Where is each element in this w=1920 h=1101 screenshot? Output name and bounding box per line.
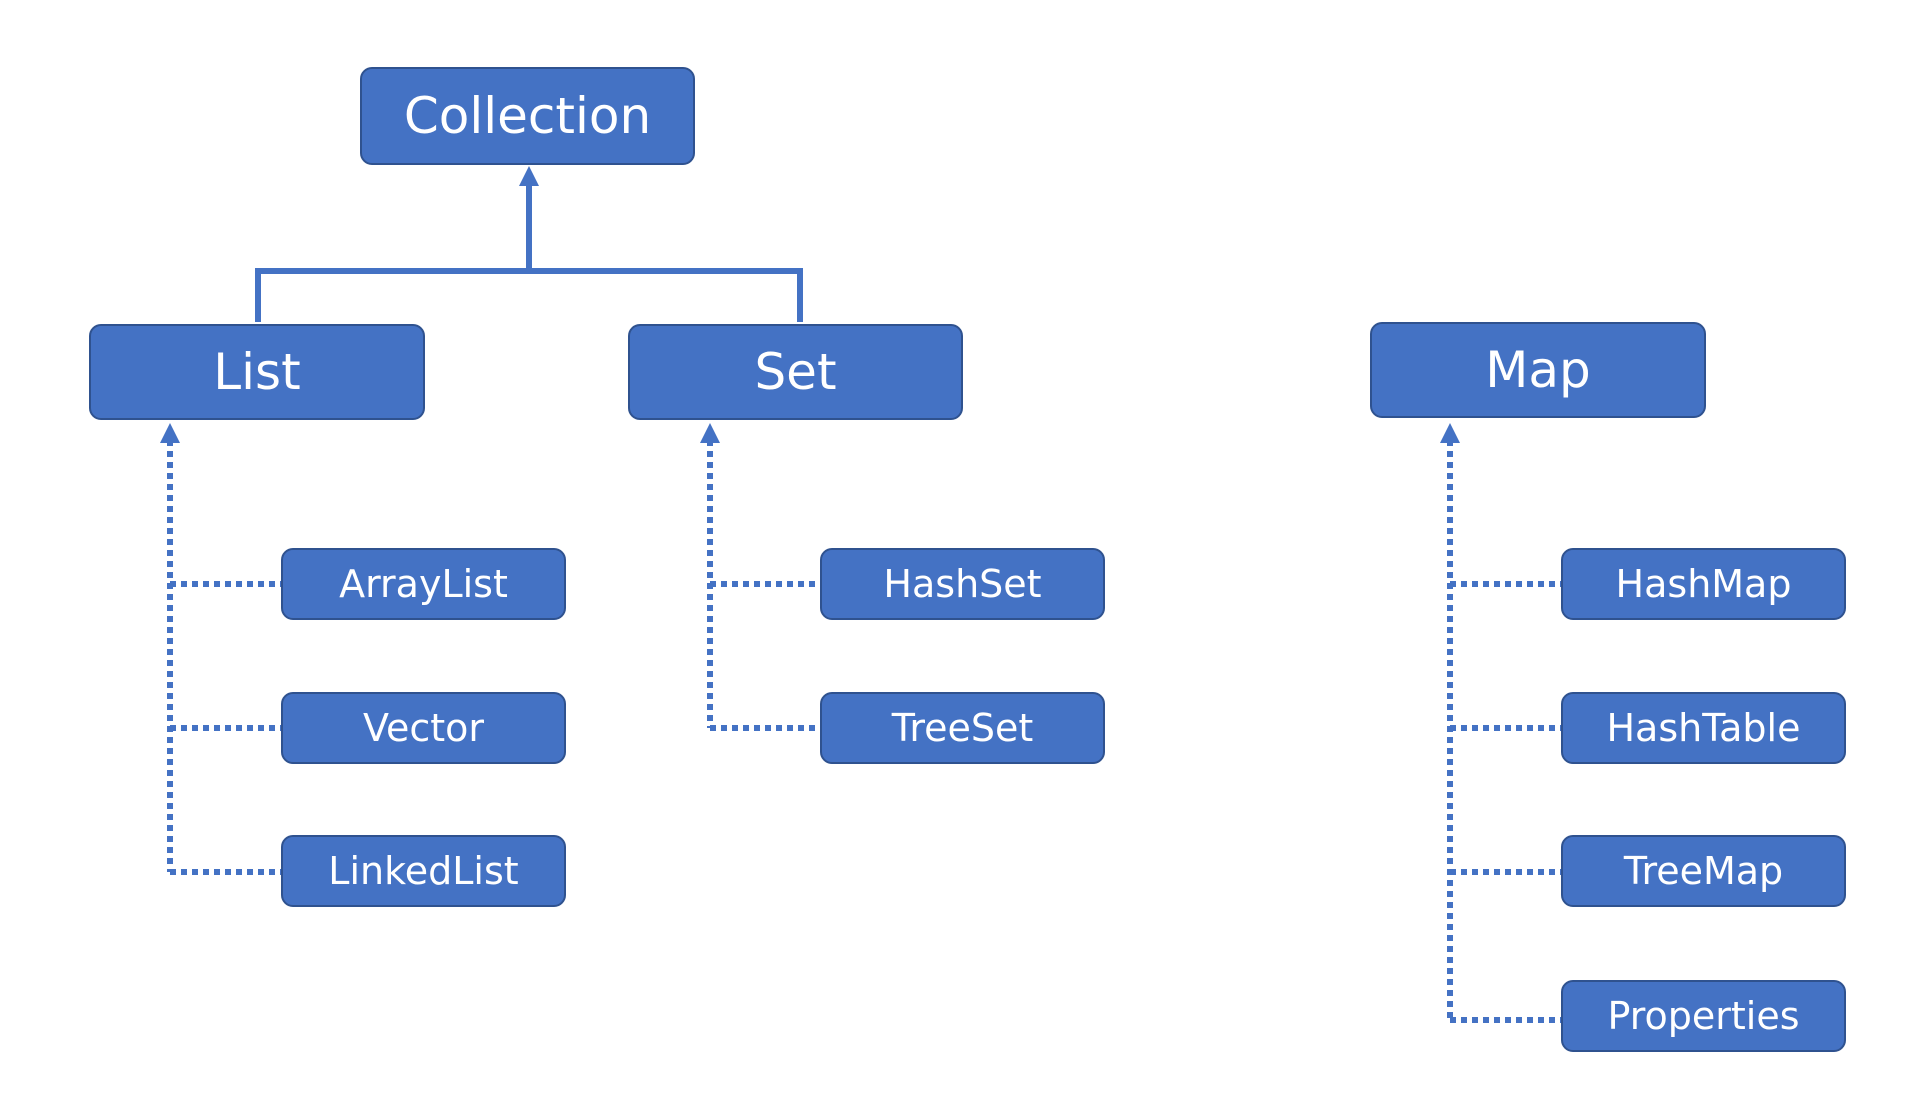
set-impl-connectors bbox=[707, 440, 822, 731]
set-arrowhead bbox=[700, 423, 720, 443]
hashset-node: HashSet bbox=[820, 548, 1105, 620]
hashtable-node: HashTable bbox=[1561, 692, 1846, 764]
collection-arrowhead bbox=[519, 166, 539, 186]
treemap-node: TreeMap bbox=[1561, 835, 1846, 907]
treeset-node: TreeSet bbox=[820, 692, 1105, 764]
solid-inheritance-connector bbox=[255, 182, 803, 322]
linkedlist-node: LinkedList bbox=[281, 835, 566, 907]
list-node: List bbox=[89, 324, 425, 420]
map-arrowhead bbox=[1440, 423, 1460, 443]
list-impl-connectors bbox=[167, 440, 282, 875]
collection-node: Collection bbox=[360, 67, 695, 165]
map-impl-connectors bbox=[1447, 440, 1562, 1023]
arraylist-node: ArrayList bbox=[281, 548, 566, 620]
properties-node: Properties bbox=[1561, 980, 1846, 1052]
vector-node: Vector bbox=[281, 692, 566, 764]
hashmap-node: HashMap bbox=[1561, 548, 1846, 620]
map-node: Map bbox=[1370, 322, 1706, 418]
set-node: Set bbox=[628, 324, 963, 420]
list-arrowhead bbox=[160, 423, 180, 443]
